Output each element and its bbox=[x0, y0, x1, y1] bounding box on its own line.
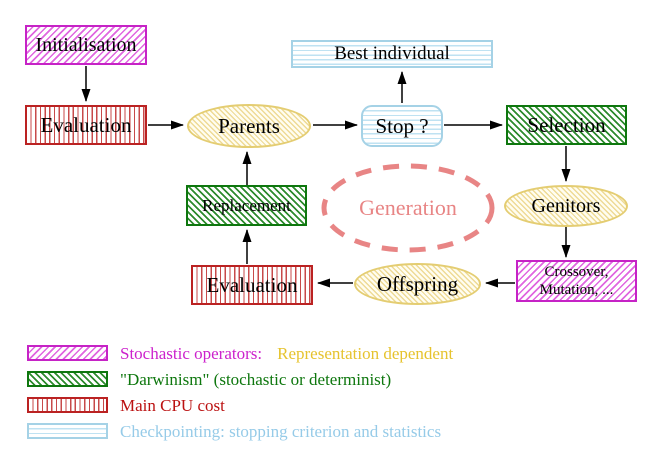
node-parents: Parents bbox=[187, 104, 311, 148]
node-label: Best individual bbox=[334, 43, 450, 65]
node-label: Evaluation bbox=[206, 272, 298, 297]
node-initialisation: Initialisation bbox=[25, 25, 147, 65]
legend-text-representation: Representation dependent bbox=[277, 344, 454, 363]
node-label-line2: Mutation, ... bbox=[539, 282, 614, 298]
legend-swatch-stochastic-operators bbox=[27, 345, 108, 361]
legend-text-stochastic: Stochastic operators: bbox=[120, 344, 263, 363]
legend-swatch-darwinism bbox=[27, 371, 108, 387]
node-label: Replacement bbox=[202, 195, 291, 215]
node-label-line1: Crossover, bbox=[544, 264, 609, 280]
node-label: Stop ? bbox=[375, 113, 429, 138]
node-label: Genitors bbox=[531, 194, 601, 217]
node-label: Offspring bbox=[376, 271, 459, 296]
node-genitors: Genitors bbox=[504, 185, 628, 227]
node-label: Parents bbox=[218, 113, 280, 138]
node-label: Selection bbox=[527, 112, 606, 137]
node-crossover-mutation: Crossover, Mutation, ... bbox=[516, 260, 637, 302]
node-replacement: Replacement bbox=[186, 185, 307, 226]
node-evaluation-top: Evaluation bbox=[25, 105, 147, 145]
node-selection: Selection bbox=[506, 105, 627, 145]
node-label: Initialisation bbox=[35, 33, 137, 56]
node-offspring: Offspring bbox=[354, 263, 481, 305]
legend-label-main-cpu-cost: Main CPU cost bbox=[120, 396, 225, 415]
node-label: Evaluation bbox=[40, 112, 132, 137]
node-label: Generation bbox=[359, 195, 457, 220]
legend-label-darwinism: "Darwinism" (stochastic or determinist) bbox=[120, 370, 392, 389]
legend-swatch-checkpointing bbox=[27, 423, 108, 439]
node-best-individual: Best individual bbox=[291, 40, 493, 68]
node-stop: Stop ? bbox=[361, 105, 443, 147]
legend-label-checkpointing: Checkpointing: stopping criterion and st… bbox=[120, 422, 442, 441]
legend-swatch-main-cpu-cost bbox=[27, 397, 108, 413]
node-evaluation-bottom: Evaluation bbox=[191, 265, 313, 305]
node-generation-label: Generation bbox=[323, 166, 493, 250]
legend-label-stochastic-operators: Stochastic operators: Representation depe… bbox=[120, 344, 453, 364]
